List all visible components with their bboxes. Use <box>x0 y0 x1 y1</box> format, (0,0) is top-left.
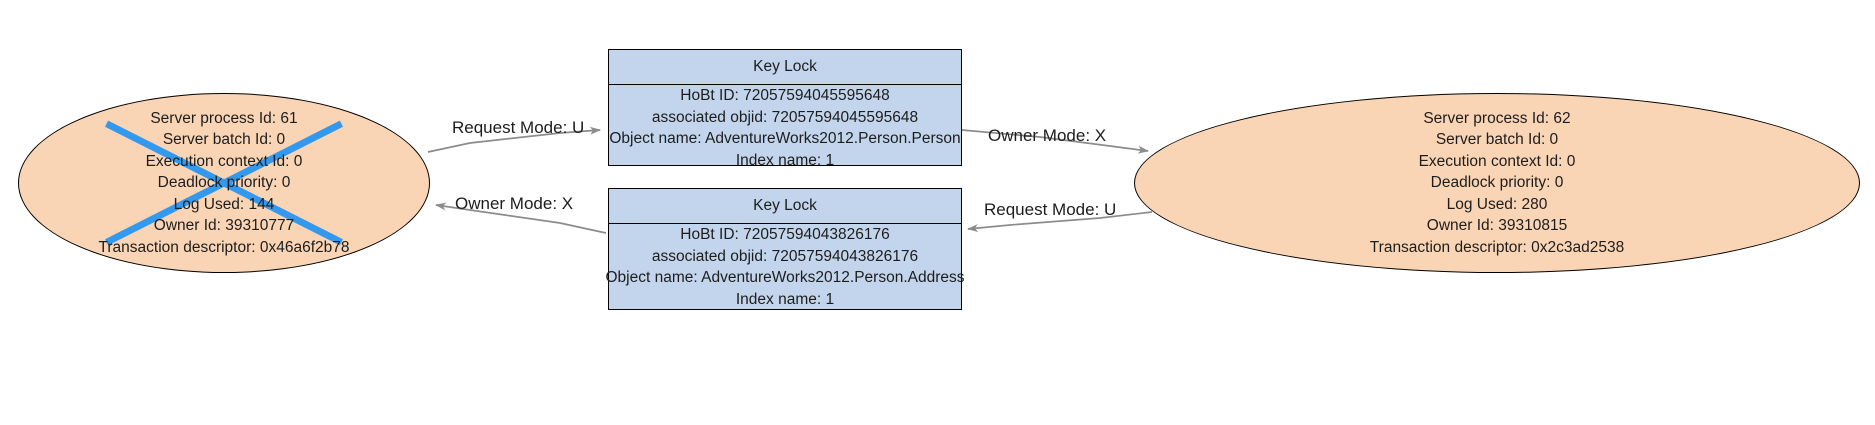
process-right-line-3: Deadlock priority: 0 <box>1430 174 1564 192</box>
keylock-bottom-line-1: associated objid: 72057594043826176 <box>651 247 919 265</box>
process-left-line-2: Execution context Id: 0 <box>145 152 303 170</box>
process-right-line-6: Transaction descriptor: 0x2c3ad2538 <box>1369 238 1625 256</box>
process-right-line-1: Server batch Id: 0 <box>1435 131 1559 149</box>
resource-node-keylock-top[interactable]: Key Lock HoBt ID: 72057594045595648 asso… <box>608 49 962 169</box>
keylock-bottom-title: Key Lock <box>609 189 961 224</box>
process-right-line-4: Log Used: 280 <box>1446 195 1548 213</box>
keylock-top-details: HoBt ID: 72057594045595648 associated ob… <box>609 85 961 171</box>
process-right-line-5: Owner Id: 39310815 <box>1426 217 1568 235</box>
process-left-line-1: Server batch Id: 0 <box>162 131 286 149</box>
keylock-top-line-0: HoBt ID: 72057594045595648 <box>680 87 890 104</box>
keylock-bottom-line-2: Object name: AdventureWorks2012.Person.A… <box>605 269 965 286</box>
keylock-top-line-1: associated objid: 72057594045595648 <box>651 108 919 126</box>
keylock-bottom-line-3: Index name: 1 <box>735 290 835 308</box>
keylock-top-title: Key Lock <box>609 50 961 85</box>
keylock-top-line-2: Object name: AdventureWorks2012.Person.P… <box>609 130 961 147</box>
process-right-details: Server process Id: 62 Server batch Id: 0… <box>1370 108 1624 259</box>
keylock-bottom-details: HoBt ID: 72057594043826176 associated ob… <box>606 224 965 310</box>
process-right-line-2: Execution context Id: 0 <box>1418 152 1576 170</box>
keylock-bottom-line-0: HoBt ID: 72057594043826176 <box>680 226 890 243</box>
resource-node-keylock-bottom[interactable]: Key Lock HoBt ID: 72057594043826176 asso… <box>606 188 965 310</box>
process-left-line-5: Owner Id: 39310777 <box>153 217 295 235</box>
process-left-line-0: Server process Id: 61 <box>150 109 298 127</box>
edge-label-right-request: Request Mode: U <box>984 200 1117 219</box>
keylock-top-line-3: Index name: 1 <box>735 151 835 169</box>
process-left-line-3: Deadlock priority: 0 <box>157 174 291 192</box>
process-left-details: Server process Id: 61 Server batch Id: 0… <box>98 108 349 259</box>
process-right-line-0: Server process Id: 62 <box>1423 109 1571 127</box>
edge-label-left-request: Request Mode: U <box>452 118 585 137</box>
process-node-right[interactable]: Server process Id: 62 Server batch Id: 0… <box>1134 93 1860 273</box>
edge-label-right-owner: Owner Mode: X <box>988 126 1107 145</box>
process-node-left[interactable]: Server process Id: 61 Server batch Id: 0… <box>18 93 430 273</box>
process-left-line-4: Log Used: 144 <box>173 195 275 213</box>
edge-label-left-owner: Owner Mode: X <box>455 194 574 213</box>
process-left-line-6: Transaction descriptor: 0x46a6f2b78 <box>98 238 350 256</box>
